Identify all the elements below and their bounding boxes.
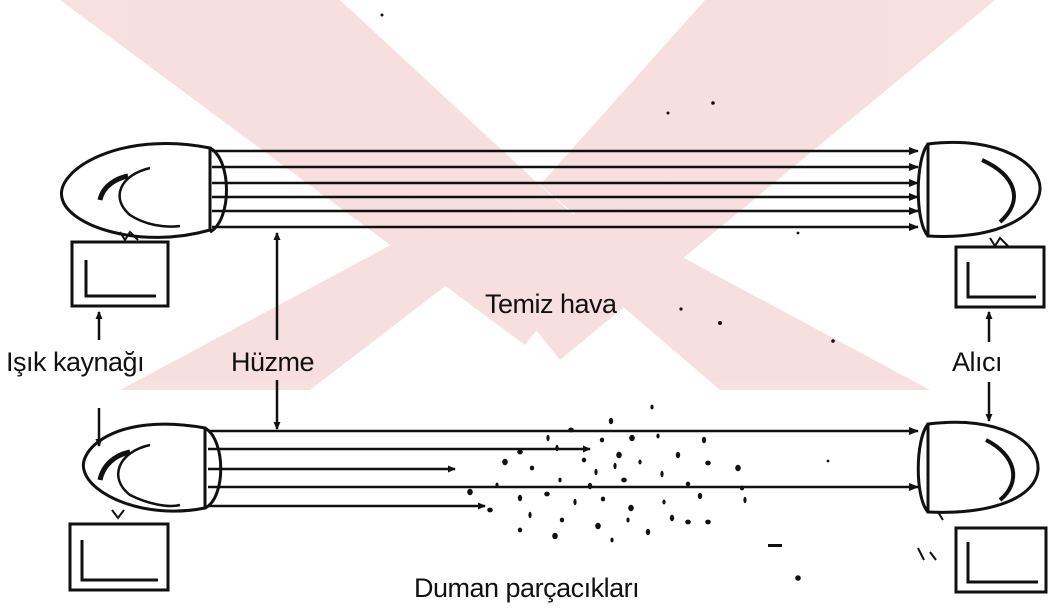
smoke-particle bbox=[552, 532, 558, 540]
receiver-label: Alıcı bbox=[952, 347, 1003, 377]
smoke-particle bbox=[517, 527, 523, 533]
smoke-particle bbox=[568, 427, 574, 433]
smoke-particle bbox=[546, 434, 550, 442]
smoke-particle bbox=[528, 511, 532, 519]
top-receiver-unit bbox=[916, 140, 1046, 309]
smoke-particle bbox=[559, 517, 565, 523]
smoke-particle bbox=[600, 496, 606, 502]
smoke-particle bbox=[743, 496, 747, 504]
top-light-source-projector bbox=[60, 142, 228, 308]
smoke-particle bbox=[675, 451, 681, 459]
smoke-particle bbox=[599, 437, 605, 443]
clean-air-label: Temiz hava bbox=[485, 289, 617, 319]
pointer-arrows bbox=[95, 232, 993, 447]
smoke-particle bbox=[487, 507, 493, 513]
smoke-particle bbox=[697, 492, 703, 500]
bottom-receiver-unit bbox=[916, 420, 1048, 594]
smoke-particle bbox=[544, 491, 550, 497]
smoke-particle bbox=[685, 481, 691, 487]
beam-label: Hüzme bbox=[231, 347, 315, 377]
smoke-particle bbox=[502, 458, 508, 466]
smoke-particle bbox=[660, 470, 664, 478]
smoke-particle bbox=[529, 465, 535, 471]
smoke-particle bbox=[587, 482, 593, 490]
smoke-particle bbox=[517, 449, 523, 455]
stray-dots bbox=[380, 13, 835, 581]
smoke-particle bbox=[517, 494, 523, 502]
top-beam bbox=[212, 147, 919, 231]
smoke-particle bbox=[650, 404, 654, 410]
bottom-light-source-projector bbox=[68, 422, 223, 592]
smoke-particle bbox=[669, 514, 675, 522]
smoke-particle bbox=[558, 477, 562, 483]
smoke-particle bbox=[495, 482, 499, 488]
watermark bbox=[60, 0, 995, 390]
smoke-particle bbox=[705, 460, 711, 466]
smoke-particle bbox=[629, 434, 635, 442]
smoke-particle bbox=[608, 417, 614, 425]
smoke-particle bbox=[628, 504, 634, 512]
smoke-particle bbox=[613, 462, 617, 470]
smoke-particle bbox=[595, 522, 601, 530]
smoke-particle bbox=[656, 433, 660, 439]
smoke-particles-label: Duman parçacıkları bbox=[414, 573, 640, 603]
smoke-particle bbox=[467, 488, 473, 496]
smoke-particle bbox=[616, 451, 622, 459]
smoke-particle bbox=[581, 457, 587, 463]
smoke-particle bbox=[594, 468, 598, 476]
smoke-particle bbox=[685, 519, 691, 525]
smoke-particle bbox=[555, 444, 559, 452]
smoke-particle bbox=[645, 528, 651, 536]
bottom-beam bbox=[208, 427, 919, 510]
smoke-particle bbox=[735, 464, 741, 472]
smoke-particle bbox=[739, 485, 745, 491]
smoke-particle bbox=[610, 537, 614, 543]
smoke-particle bbox=[573, 498, 577, 506]
light-source-label: Işık kaynağı bbox=[6, 347, 145, 377]
smoke-particle bbox=[626, 517, 630, 523]
smoke-particle bbox=[701, 436, 707, 444]
smoke-particles bbox=[467, 404, 747, 543]
smoke-particle bbox=[621, 477, 627, 483]
smoke-particle bbox=[705, 519, 711, 525]
smoke-particle bbox=[638, 459, 642, 465]
smoke-particle bbox=[662, 499, 666, 505]
